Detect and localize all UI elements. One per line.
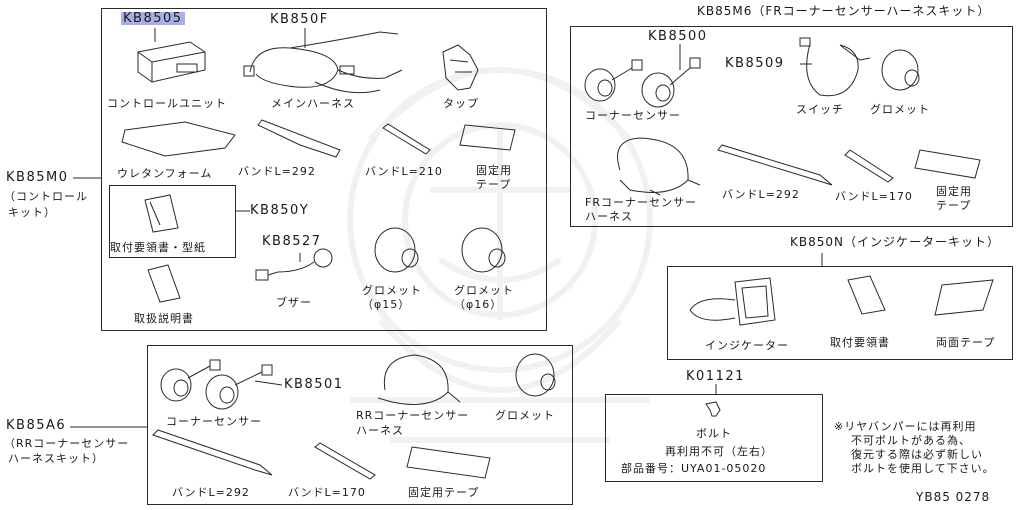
fr-kit-frame (570, 26, 1013, 227)
indicator-install-guide-label: 取付要領書 (830, 336, 890, 349)
rr-kit-name-line-2: ハーネスキット） (8, 452, 104, 465)
urethane-foam-label: ウレタンフォーム (117, 167, 213, 180)
switch-label: スイッチ (796, 103, 844, 116)
fixing-tape-label-line-1: 固定用 (476, 164, 512, 177)
switch-code: KB8509 (725, 56, 785, 71)
rr-kit-code: KB85A6 (6, 418, 67, 433)
band-210-label: バンドL=210 (365, 165, 443, 178)
bolt-label: ボルト (696, 427, 732, 440)
bolt-frame (605, 394, 823, 482)
fr-band-292-label: バンドL=292 (722, 188, 800, 201)
buzzer-label: ブザー (276, 296, 312, 309)
rr-kit-name-line-1: （RRコーナーセンサー (4, 437, 130, 450)
control-unit-code-highlighted: KB8505 (121, 11, 185, 26)
control-kit-frame (101, 8, 547, 331)
rr-grommet-label: グロメット (495, 409, 555, 422)
rr-harness-label-line-2: ハーネス (356, 424, 404, 437)
main-harness-code: KB850F (270, 12, 329, 27)
fr-harness-label-line-2: ハーネス (585, 210, 633, 223)
rr-sensor-code: KB8501 (284, 377, 344, 392)
rr-kit-frame (147, 345, 573, 505)
figure-id: YB85 0278 (916, 490, 991, 504)
bolt-part-number: 部品番号：UYA01-05020 (621, 462, 767, 475)
rr-band-292-label: バンドL=292 (172, 486, 250, 499)
main-harness-label: メインハーネス (271, 97, 355, 110)
fr-sensor-code: KB8500 (648, 29, 708, 44)
fr-grommet-label: グロメット (870, 103, 930, 116)
control-kit-guide-subframe (109, 185, 236, 258)
rr-fixing-tape-label: 固定用テープ (408, 486, 480, 499)
fr-fixing-tape-label-line-1: 固定用 (936, 185, 972, 198)
buzzer-code: KB8527 (262, 234, 322, 249)
fr-fixing-tape-label-line-2: テープ (936, 199, 972, 212)
tap-label: タップ (443, 97, 479, 110)
indicator-kit-frame (667, 266, 1013, 360)
indicator-kit-title: KB850N（インジケーターキット） (790, 235, 1000, 249)
manual-label: 取扱説明書 (134, 312, 194, 325)
control-kit-name-line-2: キット） (8, 206, 56, 219)
guide-subkit-code: KB850Y (250, 203, 310, 218)
control-kit-name-line-1: （コントロール (4, 190, 88, 203)
fr-kit-title: KB85M6（FRコーナーセンサーハーネスキット） (697, 4, 991, 18)
bolt-code: K01121 (686, 369, 745, 384)
grommet-16-label-line-2: （φ16） (454, 298, 503, 311)
grommet-15-label-line-1: グロメット (362, 284, 422, 297)
indicator-label: インジケーター (705, 339, 789, 352)
fixing-tape-label-line-2: テープ (476, 178, 512, 191)
bolt-not-reusable-label: 再利用不可（左右） (665, 445, 773, 458)
rr-corner-sensor-label: コーナーセンサー (166, 415, 262, 428)
install-guide-template-label: 取付要領書・型紙 (110, 241, 206, 254)
double-sided-tape-label: 両面テープ (936, 336, 996, 349)
band-292-label: バンドL=292 (238, 165, 316, 178)
control-kit-code: KB85M0 (6, 170, 69, 185)
note-line-3: 復元する際は必ず新しい (851, 448, 983, 461)
note-line-2: 不可ボルトがある為、 (851, 434, 971, 447)
grommet-15-label-line-2: （φ15） (362, 298, 411, 311)
fr-corner-sensor-label: コーナーセンサー (585, 109, 681, 122)
rr-band-170-label: バンドL=170 (288, 486, 366, 499)
fr-band-170-label: バンドL=170 (835, 190, 913, 203)
note-line-4: ボルトを使用して下さい。 (851, 462, 995, 475)
grommet-16-label-line-1: グロメット (454, 284, 514, 297)
control-unit-label: コントロールユニット (107, 97, 227, 110)
rr-harness-label-line-1: RRコーナーセンサー (356, 409, 470, 422)
note-line-1: ※リヤバンパーには再利用 (834, 420, 977, 433)
fr-harness-label-line-1: FRコーナーセンサー (585, 196, 697, 209)
